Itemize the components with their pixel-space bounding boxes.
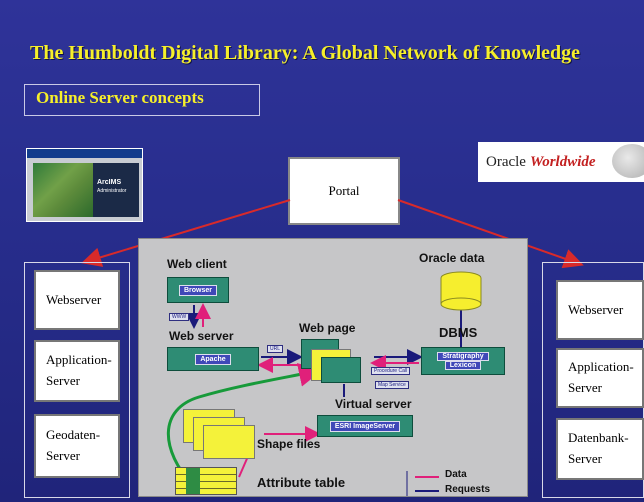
web-client-label: Web client <box>167 257 227 271</box>
globe-icon <box>612 144 644 178</box>
esri-imageserver-box: ESRI ImageServer <box>317 415 413 437</box>
oracle-data-label: Oracle data <box>419 251 485 265</box>
left-webserver-box: Webserver <box>34 270 120 330</box>
green-data-curve <box>166 363 323 489</box>
left-appserver-line1: Application- <box>46 352 112 368</box>
oracle-database-icon <box>440 271 482 311</box>
screenshot-map <box>33 163 93 217</box>
screenshot-panel <box>93 163 139 217</box>
oracle-name: Oracle <box>486 153 526 170</box>
portal-box: Portal <box>288 157 400 225</box>
browser-label: Browser <box>178 284 217 296</box>
dbms-label: DBMS <box>439 325 478 340</box>
apache-label: Apache <box>195 353 231 365</box>
arcims-screenshot: ArcIMS Administrator <box>26 148 143 222</box>
stratigraphy-lexicon-box: Stratigraphy Lexicon <box>421 347 505 375</box>
web-server-label: Web server <box>169 329 234 343</box>
left-application-server-box: Application- Server <box>34 340 120 402</box>
slide-subtitle: Online Server concepts <box>36 88 204 107</box>
slide-title: The Humboldt Digital Library: A Global N… <box>30 42 581 64</box>
apache-box: Apache <box>167 347 259 371</box>
oracle-tag: Worldwide <box>529 153 596 170</box>
right-dbserver-line1: Datenbank- <box>568 430 629 446</box>
arrow-to-right-servers <box>397 199 584 269</box>
right-webserver-box: Webserver <box>556 280 644 340</box>
right-appserver-line1: Application- <box>568 359 634 375</box>
web-page-label: Web page <box>299 321 356 335</box>
left-geodaten-server-box: Geodaten- Server <box>34 414 120 478</box>
esri-imageserver-label: ESRI ImageServer <box>329 420 401 432</box>
legend-data-label: Data <box>445 469 467 480</box>
attribute-table-label: Attribute table <box>257 475 346 490</box>
arcims-label: ArcIMS <box>97 179 122 186</box>
browser-box: Browser <box>167 277 229 303</box>
map-service-label: Map Service <box>375 381 409 389</box>
www-label: WWW <box>169 313 190 321</box>
portal-label: Portal <box>328 183 360 198</box>
stratigraphy-label: Stratigraphy <box>437 352 489 361</box>
oracle-worldwide-logo: Oracle Worldwide <box>478 142 644 182</box>
shape-files-label: Shape files <box>257 437 321 451</box>
legend-requests-label: Requests <box>445 484 491 495</box>
right-webserver-label: Webserver <box>568 301 624 317</box>
url-label: URL <box>267 345 284 353</box>
attribute-table-column <box>186 468 200 494</box>
left-geoserver-line2: Server <box>46 448 80 463</box>
left-webserver-label: Webserver <box>46 291 102 307</box>
web-page-stack-3 <box>321 357 361 383</box>
shape-file-3 <box>203 425 255 459</box>
subtitle-frame <box>24 84 260 116</box>
virtual-server-label: Virtual server <box>335 397 412 411</box>
right-dbserver-line2: Server <box>568 451 602 466</box>
right-application-server-box: Application- Server <box>556 348 644 408</box>
screenshot-titlebar <box>27 149 142 158</box>
arrow-to-left-servers <box>81 199 291 267</box>
procedure-call-label: Procedure Call <box>371 367 411 375</box>
right-appserver-line2: Server <box>568 380 602 395</box>
lexicon-label: Lexicon <box>444 361 482 370</box>
attribute-table-icon <box>175 467 237 495</box>
architecture-diagram: Web client Browser WWW Web server Apache… <box>138 238 528 497</box>
left-geoserver-line1: Geodaten- <box>46 427 101 443</box>
left-appserver-line2: Server <box>46 373 80 388</box>
left-server-column <box>24 262 130 498</box>
right-datenbank-server-box: Datenbank- Server <box>556 418 644 480</box>
arcims-sublabel: Administrator <box>97 188 127 194</box>
